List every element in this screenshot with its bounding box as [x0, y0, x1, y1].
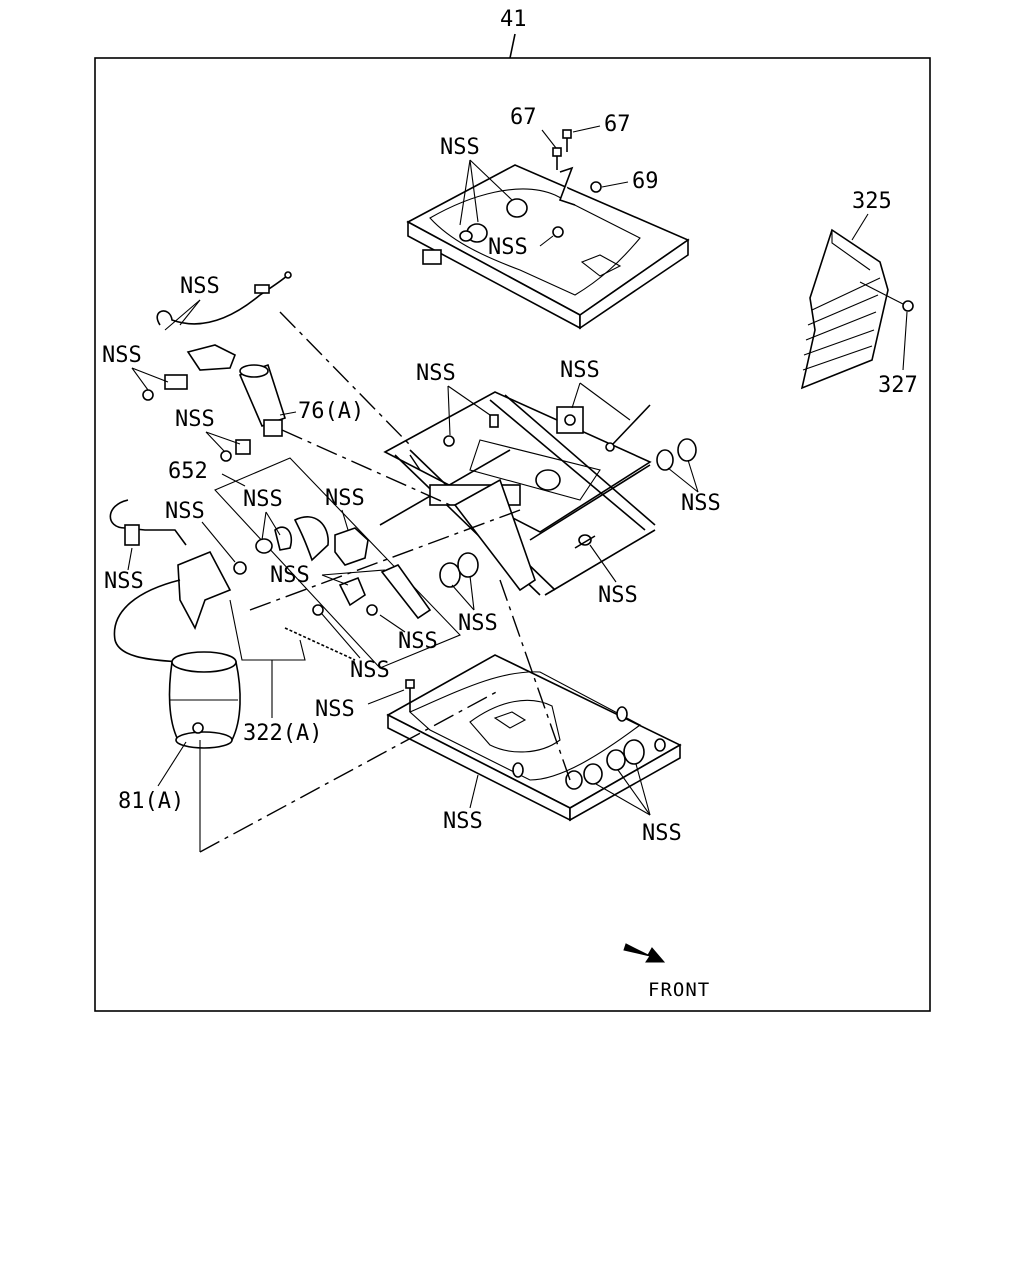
diagram-frame — [94, 57, 931, 1012]
front-arrow-icon — [623, 943, 666, 963]
seat-skirt-325 — [800, 228, 914, 390]
callout-325: 325 — [852, 189, 892, 214]
callout-nss-cable: NSS — [180, 274, 220, 299]
callout-69: 69 — [632, 169, 659, 194]
callout-nss-kit-mid: NSS — [270, 563, 310, 588]
callout-nss-valve-upper: NSS — [165, 499, 205, 524]
callout-nss-block-kit: NSS — [325, 486, 365, 511]
callout-322a: 322(A) — [243, 721, 322, 746]
callout-nss-bushings: NSS — [458, 611, 498, 636]
assembly-number: 41 — [500, 7, 527, 32]
callout-67-left: 67 — [510, 105, 537, 130]
callout-nss-base-rollers: NSS — [642, 821, 682, 846]
callout-nss-base: NSS — [443, 809, 483, 834]
callout-nss-washers: NSS — [681, 491, 721, 516]
scissor-mechanism — [379, 391, 697, 596]
callout-nss-upper-left: NSS — [440, 135, 480, 160]
callout-nss-kit-lower: NSS — [398, 629, 438, 654]
callout-nss-valve-left: NSS — [102, 343, 142, 368]
front-label: FRONT — [648, 979, 710, 1001]
callout-nss-hose: NSS — [104, 569, 144, 594]
callout-nss-upper-mid: NSS — [488, 235, 528, 260]
callout-67-right: 67 — [604, 112, 631, 137]
callout-nss-bolt: NSS — [598, 583, 638, 608]
callout-nss-fitting: NSS — [175, 407, 215, 432]
callout-76a: 76(A) — [298, 399, 364, 424]
callout-nss-kit-top: NSS — [243, 487, 283, 512]
alignment-lines — [199, 311, 571, 853]
kit-652 — [214, 457, 461, 669]
upper-seat-plate — [406, 129, 690, 330]
callout-652: 652 — [168, 459, 208, 484]
callout-nss-block: NSS — [560, 358, 600, 383]
air-valve-assembly — [142, 271, 292, 462]
lower-base-plate — [386, 654, 682, 822]
callout-nss-spring: NSS — [350, 658, 390, 683]
callout-nss-scissor-top: NSS — [416, 361, 456, 386]
callout-81a: 81(A) — [118, 789, 184, 814]
callout-nss-base-bolt: NSS — [315, 697, 355, 722]
air-spring-assembly — [109, 499, 356, 749]
callout-327: 327 — [878, 373, 918, 398]
